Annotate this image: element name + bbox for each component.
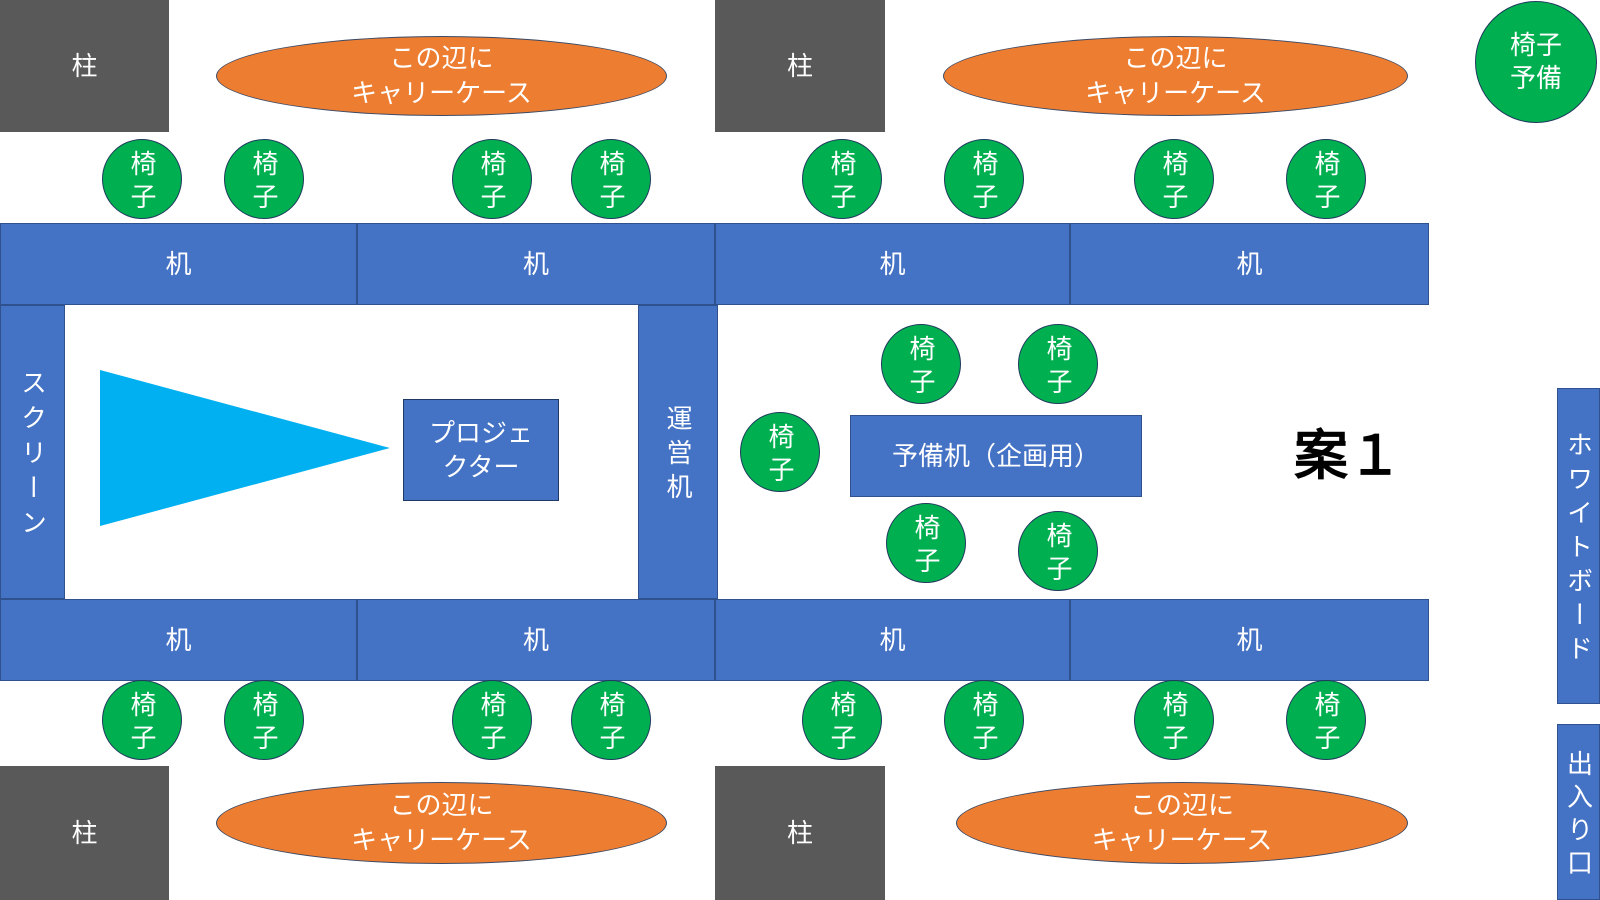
chair-label: 椅子 bbox=[1311, 149, 1341, 216]
spare-desk-label: 予備机（企画用） bbox=[891, 441, 1100, 471]
chair-label: 椅子 bbox=[477, 149, 507, 216]
pillar-label: 柱 bbox=[71, 818, 98, 848]
plan-label-text: 案１ bbox=[1294, 426, 1402, 486]
chair-label: 椅子 bbox=[249, 149, 279, 216]
plan-label: 案１ bbox=[1268, 420, 1428, 492]
chair-spare-desk-1: 椅子 bbox=[881, 324, 961, 404]
chair-bottom-5: 椅子 bbox=[802, 680, 882, 760]
chair-label: 椅子 bbox=[827, 149, 857, 216]
chair-spare-desk-2: 椅子 bbox=[1018, 324, 1098, 404]
chair-label: 椅子 bbox=[1159, 149, 1189, 216]
chair-label: 椅子 bbox=[969, 149, 999, 216]
pillar-label: 柱 bbox=[786, 818, 813, 848]
luggage-area-line-1: この辺に bbox=[389, 43, 494, 73]
pillar-top-middle: 柱 bbox=[715, 0, 885, 132]
chair-label: 椅子 bbox=[596, 149, 626, 216]
spare-chairs-line-2: 予備 bbox=[1509, 63, 1562, 93]
chair-spare-desk-3: 椅子 bbox=[740, 412, 820, 492]
chair-top-8: 椅子 bbox=[1286, 139, 1366, 219]
desk-bottom-3: 机 bbox=[715, 599, 1070, 681]
luggage-area-line-2: キャリーケース bbox=[351, 825, 532, 855]
chair-top-7: 椅子 bbox=[1134, 139, 1214, 219]
chair-top-5: 椅子 bbox=[802, 139, 882, 219]
chair-top-4: 椅子 bbox=[571, 139, 651, 219]
chair-bottom-4: 椅子 bbox=[571, 680, 651, 760]
chair-label: 椅子 bbox=[127, 690, 157, 757]
chair-bottom-7: 椅子 bbox=[1134, 680, 1214, 760]
luggage-area-line-2: キャリーケース bbox=[351, 78, 532, 108]
chair-label: 椅子 bbox=[1159, 690, 1189, 757]
desk-label: 机 bbox=[1236, 625, 1263, 655]
luggage-area-line-1: この辺に bbox=[1129, 790, 1234, 820]
whiteboard: ホワイトボード bbox=[1557, 388, 1600, 704]
chair-label: 椅子 bbox=[1043, 334, 1073, 401]
pillar-label: 柱 bbox=[71, 51, 98, 81]
desk-top-2: 机 bbox=[357, 223, 715, 305]
chair-bottom-6: 椅子 bbox=[944, 680, 1024, 760]
chair-bottom-1: 椅子 bbox=[102, 680, 182, 760]
luggage-area-line-1: この辺に bbox=[1123, 43, 1228, 73]
operations-desk-label: 運営机 bbox=[663, 405, 693, 507]
chair-bottom-2: 椅子 bbox=[224, 680, 304, 760]
pillar-bottom-left: 柱 bbox=[0, 766, 169, 900]
pillar-top-left: 柱 bbox=[0, 0, 169, 132]
chair-spare-desk-4: 椅子 bbox=[886, 503, 966, 583]
desk-top-3: 机 bbox=[715, 223, 1070, 305]
chair-label: 椅子 bbox=[969, 690, 999, 757]
chair-label: 椅子 bbox=[906, 334, 936, 401]
desk-label: 机 bbox=[165, 249, 192, 279]
luggage-area-bottom-right: この辺に キャリーケース bbox=[956, 782, 1408, 864]
chair-label: 椅子 bbox=[1311, 690, 1341, 757]
projector-line-1: プロジェ bbox=[428, 418, 533, 448]
desk-label: 机 bbox=[879, 625, 906, 655]
desk-bottom-2: 机 bbox=[357, 599, 715, 681]
projector-line-2: クター bbox=[442, 452, 520, 482]
operations-desk: 運営机 bbox=[638, 305, 718, 599]
chair-label: 椅子 bbox=[765, 422, 795, 489]
projector-beam-triangle bbox=[100, 370, 390, 526]
desk-label: 机 bbox=[879, 249, 906, 279]
entrance-label: 出入り口 bbox=[1563, 749, 1594, 882]
chair-spare-desk-5: 椅子 bbox=[1018, 511, 1098, 591]
chair-label: 椅子 bbox=[127, 149, 157, 216]
projector-beam bbox=[100, 370, 390, 526]
pillar-label: 柱 bbox=[786, 51, 813, 81]
luggage-area-top-left: この辺に キャリーケース bbox=[216, 36, 667, 116]
chair-top-3: 椅子 bbox=[452, 139, 532, 219]
spare-desk: 予備机（企画用） bbox=[850, 415, 1142, 497]
chair-label: 椅子 bbox=[477, 690, 507, 757]
desk-bottom-4: 机 bbox=[1070, 599, 1429, 681]
chair-top-2: 椅子 bbox=[224, 139, 304, 219]
pillar-bottom-middle: 柱 bbox=[715, 766, 885, 900]
luggage-area-bottom-left: この辺に キャリーケース bbox=[216, 782, 667, 864]
screen: スクリーン bbox=[0, 305, 65, 599]
entrance: 出入り口 bbox=[1557, 724, 1600, 900]
chair-label: 椅子 bbox=[911, 513, 941, 580]
projector: プロジェ クター bbox=[403, 399, 559, 501]
chair-label: 椅子 bbox=[596, 690, 626, 757]
whiteboard-label: ホワイトボード bbox=[1563, 431, 1594, 669]
chair-label: 椅子 bbox=[827, 690, 857, 757]
desk-label: 机 bbox=[165, 625, 192, 655]
chair-top-6: 椅子 bbox=[944, 139, 1024, 219]
chair-label: 椅子 bbox=[249, 690, 279, 757]
luggage-area-line-2: キャリーケース bbox=[1091, 825, 1273, 855]
luggage-area-line-1: この辺に bbox=[389, 790, 494, 820]
chair-label: 椅子 bbox=[1043, 521, 1073, 588]
spare-chairs-line-1: 椅子 bbox=[1509, 30, 1562, 60]
luggage-area-line-2: キャリーケース bbox=[1085, 78, 1266, 108]
desk-label: 机 bbox=[1236, 249, 1263, 279]
luggage-area-top-right: この辺に キャリーケース bbox=[943, 36, 1408, 116]
screen-label: スクリーン bbox=[17, 369, 48, 544]
desk-top-4: 机 bbox=[1070, 223, 1429, 305]
chair-bottom-8: 椅子 bbox=[1286, 680, 1366, 760]
desk-top-1: 机 bbox=[0, 223, 357, 305]
desk-bottom-1: 机 bbox=[0, 599, 357, 681]
chair-bottom-3: 椅子 bbox=[452, 680, 532, 760]
spare-chairs: 椅子 予備 bbox=[1475, 1, 1597, 123]
chair-top-1: 椅子 bbox=[102, 139, 182, 219]
desk-label: 机 bbox=[522, 625, 549, 655]
desk-label: 机 bbox=[522, 249, 549, 279]
